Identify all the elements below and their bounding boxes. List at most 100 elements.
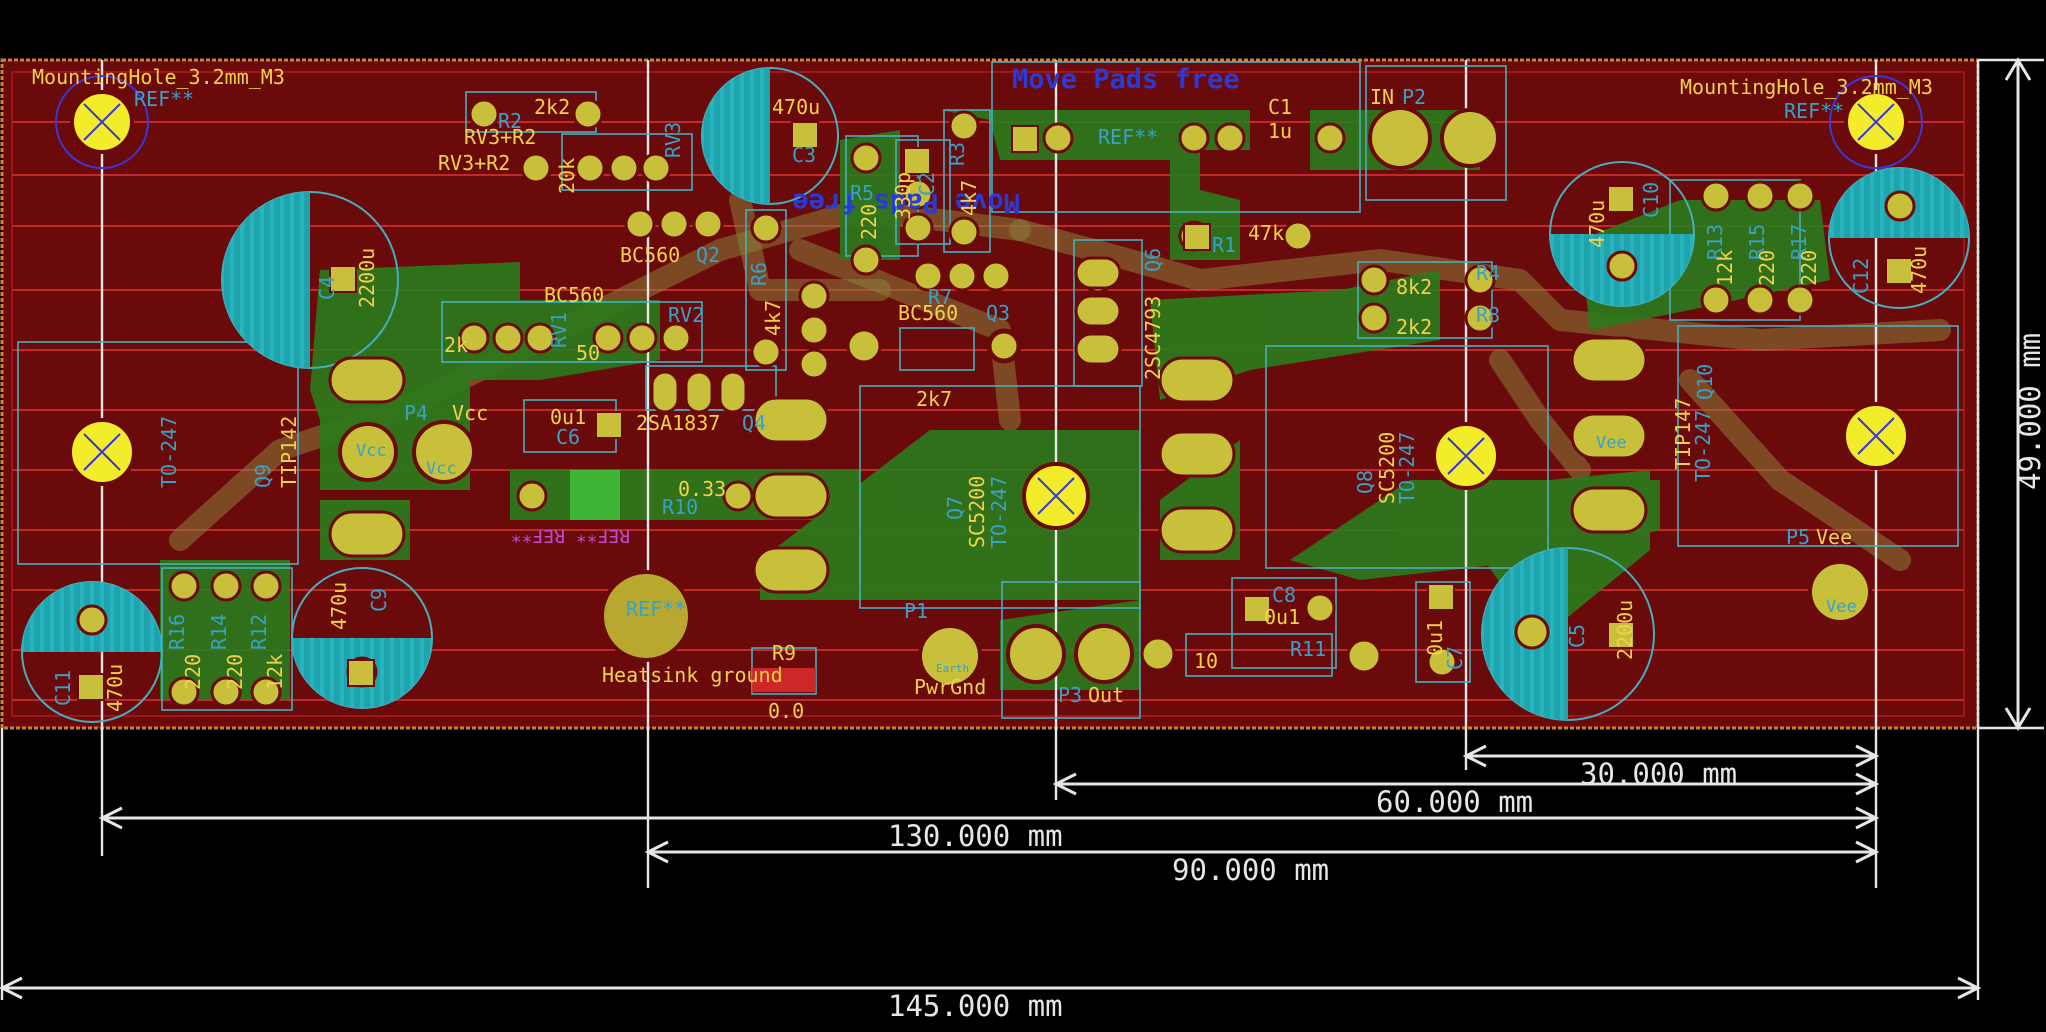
- r9-value: 2k7: [916, 387, 952, 411]
- dim-height: 49.000 mm: [2013, 333, 2046, 490]
- smd-r9: [752, 668, 816, 692]
- c7-value: 0u1: [1423, 620, 1447, 656]
- r15-ref: R15: [1745, 224, 1769, 260]
- terminals: [338, 106, 1872, 688]
- q10-ref: Q10: [1693, 364, 1717, 400]
- q9-ref: Q9: [251, 464, 275, 488]
- r15-value: 220: [1755, 250, 1779, 286]
- c6-value: 0u1: [550, 405, 586, 429]
- q8-type: SC5200: [1375, 432, 1399, 504]
- q9-package: TO-247: [157, 416, 181, 488]
- p2-ref: P2: [1402, 85, 1426, 109]
- ref-mirror-note: REF** REF**: [511, 525, 630, 546]
- r4-ref: R4: [1476, 261, 1500, 285]
- r14-ref: R14: [207, 614, 231, 650]
- move-pads-top-note: Move Pads free: [1012, 64, 1240, 95]
- heatsink-label: Heatsink ground: [602, 663, 783, 687]
- r3-ref: R3: [945, 142, 969, 166]
- board-text: MountingHole_3.2mm_M3 REF** MountingHole…: [32, 64, 1933, 723]
- c12-ref: C12: [1849, 258, 1873, 294]
- rv3r2-label-b: RV3+R2: [438, 151, 510, 175]
- r9-smd-value: 0.0: [768, 699, 804, 723]
- cap-c3: [701, 67, 839, 205]
- vee-pad-b: Vee: [1826, 597, 1857, 617]
- c2-ref: C2: [915, 172, 939, 196]
- q1-type: BC560: [544, 283, 604, 307]
- r2-ref: R2: [498, 109, 522, 133]
- q7-ref: Q7: [943, 496, 967, 520]
- r5-value: 220: [857, 204, 881, 240]
- q2-ref: Q2: [696, 243, 720, 267]
- earth-label: Earth: [936, 662, 969, 675]
- c2-value: 330p: [891, 172, 915, 220]
- mounting-holes: [55, 75, 1923, 530]
- c4-ref: C4: [315, 276, 339, 300]
- c8-value: 0u1: [1264, 605, 1300, 629]
- q3-type: BC560: [898, 301, 958, 325]
- rv3-value: 20k: [555, 158, 579, 194]
- r3-value: 4k7: [957, 180, 981, 216]
- r6-ref: R6: [747, 262, 771, 286]
- c1-ref: C1: [1268, 95, 1292, 119]
- c4-value: 2200u: [355, 248, 379, 308]
- in-label: IN: [1370, 85, 1394, 109]
- q9-type: TIP142: [277, 416, 301, 488]
- move-pads-bottom-note: Move Pads free: [792, 187, 1020, 218]
- pwrgnd-label: PwrGnd: [914, 675, 986, 699]
- r10-ref: R10: [662, 495, 698, 519]
- r4-value: 8k2: [1396, 275, 1432, 299]
- dimensions: 49.000 mm 30.000 mm 60.000 mm 130.000 mm…: [0, 57, 2046, 1023]
- c5-ref: C5: [1565, 624, 1589, 648]
- q8-ref: Q8: [1353, 470, 1377, 494]
- mounting-hole-right-label: MountingHole_3.2mm_M3: [1680, 75, 1933, 99]
- heatsink-ref: REF**: [626, 597, 686, 621]
- vcc-pad-b: Vcc: [426, 459, 457, 479]
- ref-center-note: REF**: [1098, 125, 1158, 149]
- q10-type: TIP147: [1671, 398, 1695, 470]
- c12-value: 470u: [1907, 246, 1931, 294]
- oval-pads: [328, 256, 1648, 594]
- rv3-ref: RV3: [661, 122, 685, 158]
- c6-ref: C6: [556, 425, 580, 449]
- mounting-hole-left-label: MountingHole_3.2mm_M3: [32, 65, 285, 89]
- r9-ref: R9: [772, 641, 796, 665]
- c9-value: 470u: [327, 582, 351, 630]
- vcc-label: Vcc: [452, 401, 488, 425]
- out-label: Out: [1088, 683, 1124, 707]
- r10-value: 0.33: [678, 477, 726, 501]
- c11-ref: C11: [51, 670, 75, 706]
- r8-value: 2k2: [1396, 315, 1432, 339]
- dim-90mm: 90.000 mm: [1172, 853, 1329, 887]
- round-pads: [76, 98, 1916, 708]
- rv2-ref: RV2: [668, 303, 704, 327]
- r11-value: 10: [1194, 649, 1218, 673]
- q8-package: TO-247: [1395, 432, 1419, 504]
- rv1-value: 2k: [444, 333, 468, 357]
- r13-ref: R13: [1703, 224, 1727, 260]
- mounting-hole-right-ref: REF**: [1784, 99, 1844, 123]
- r14-value: 220: [223, 654, 247, 690]
- c1-value: 1u: [1268, 119, 1292, 143]
- p1-ref: P1: [904, 599, 928, 623]
- q4-type: 2SA1837: [636, 411, 720, 435]
- c7-ref: C7: [1443, 646, 1467, 670]
- c11-value: 470u: [103, 664, 127, 712]
- c10-ref: C10: [1639, 182, 1663, 218]
- q3-ref: Q3: [986, 301, 1010, 325]
- r11-ref: R11: [1290, 637, 1326, 661]
- c5-value: 2200u: [1613, 600, 1637, 660]
- rv3r2-label-a: RV3+R2: [464, 125, 536, 149]
- r5-ref: R5: [850, 181, 874, 205]
- component-courtyards: [17, 61, 1959, 719]
- mounting-hole-left-ref: REF**: [134, 87, 194, 111]
- p4-ref: P4: [404, 401, 428, 425]
- q10-package: TO-247: [1691, 410, 1715, 482]
- vcc-pad-a: Vcc: [356, 441, 387, 461]
- vee-pad-label: Vee: [1596, 433, 1627, 453]
- rv1-ref: RV1: [547, 312, 571, 348]
- r12-ref: R12: [247, 614, 271, 650]
- q6-type: 2SC4793: [1141, 296, 1165, 380]
- c8-ref: C8: [1272, 583, 1296, 607]
- r12-value: 12k: [263, 654, 287, 690]
